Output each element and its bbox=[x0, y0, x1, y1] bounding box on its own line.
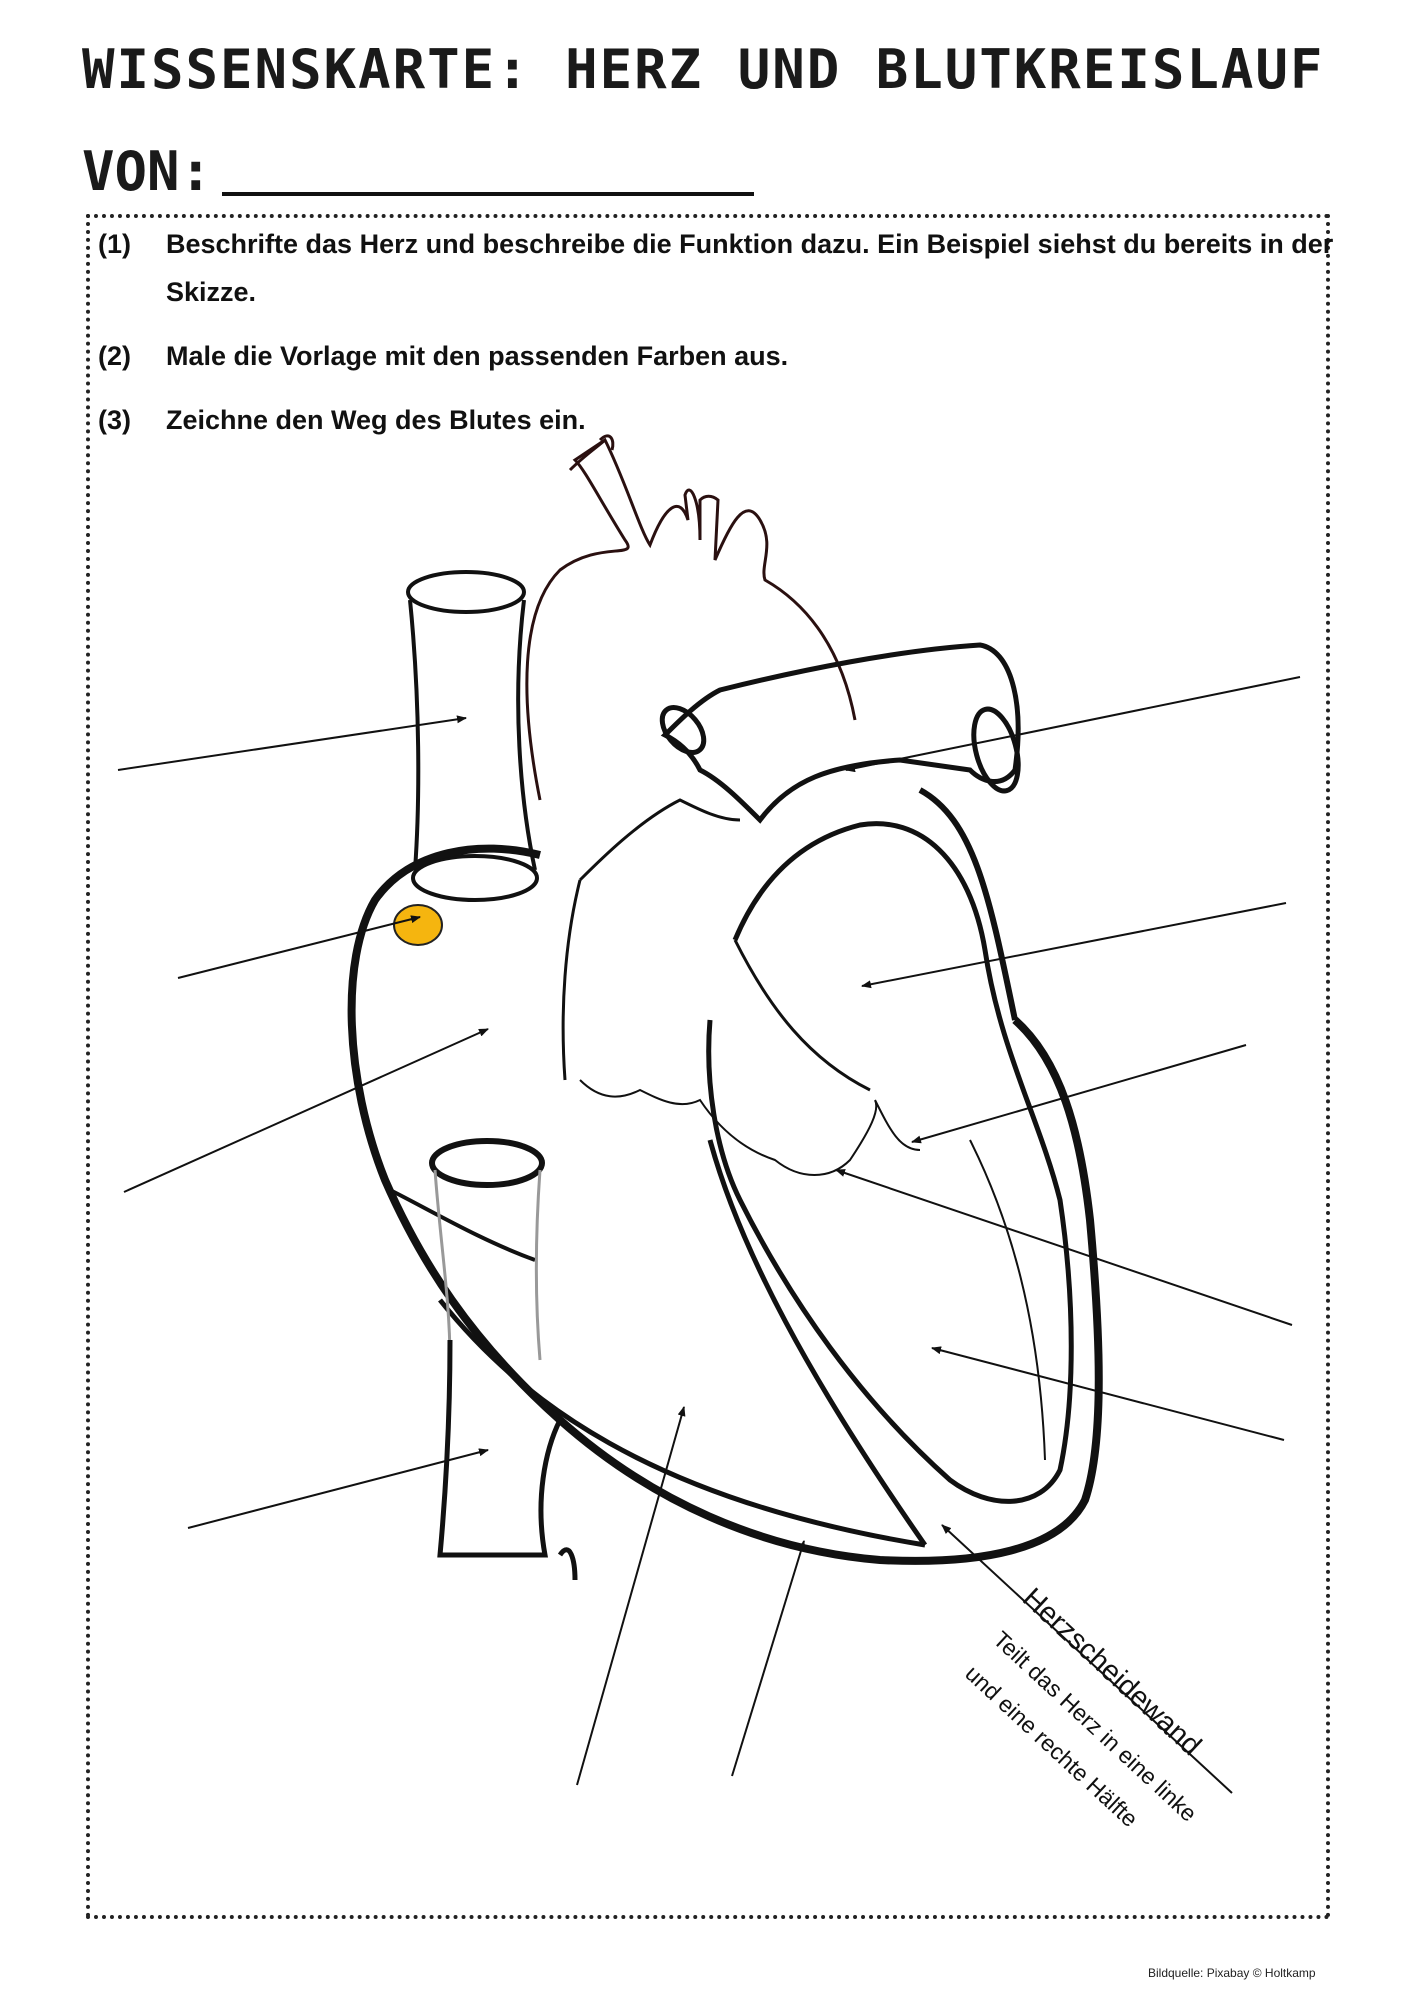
arrow-right-atrium bbox=[123, 1028, 489, 1193]
superior-vena-cava bbox=[406, 570, 539, 902]
arrow-sinus-node bbox=[177, 915, 421, 979]
arrow-superior-vena-cava bbox=[117, 715, 467, 771]
task-2-text: Male die Vorlage mit den passenden Farbe… bbox=[166, 341, 789, 371]
label-arrows bbox=[117, 676, 1301, 1794]
page-title: WISSENSKARTE: HERZ UND BLUTKREISLAUF bbox=[82, 38, 1325, 101]
arrow-aortic-valve bbox=[835, 1169, 1293, 1326]
arrow-inferior-vena-cava bbox=[187, 1448, 489, 1529]
name-write-line[interactable] bbox=[222, 192, 754, 196]
sinus-node bbox=[393, 904, 443, 946]
septum bbox=[438, 1139, 928, 1548]
inferior-vena-cava bbox=[429, 1138, 578, 1581]
heart-outline bbox=[347, 787, 1103, 1565]
arrow-pulmonary-artery bbox=[845, 676, 1301, 773]
task-frame bbox=[86, 214, 1330, 1919]
right-atrium bbox=[389, 1188, 536, 1262]
task-2-number: (2) bbox=[98, 341, 131, 371]
task-1-number: (1) bbox=[98, 229, 131, 259]
task-1-text: Beschrifte das Herz und beschreibe die F… bbox=[166, 229, 1334, 307]
arrow-right-ventricle bbox=[576, 1406, 686, 1786]
name-label: VON: bbox=[82, 140, 213, 203]
arrow-mitral-valve bbox=[911, 1044, 1247, 1144]
image-source: Bildquelle: Pixabay © Holtkamp bbox=[1148, 1966, 1316, 1980]
arrow-left-ventricle bbox=[931, 1346, 1285, 1441]
arrow-septum-example bbox=[941, 1524, 1233, 1794]
pulmonary-artery bbox=[659, 642, 1021, 824]
task-3-text: Zeichne den Weg des Blutes ein. bbox=[166, 405, 586, 435]
aorta bbox=[525, 434, 857, 801]
arrow-heart-wall bbox=[731, 1540, 806, 1777]
left-chambers bbox=[579, 821, 1074, 1504]
arrow-left-atrium bbox=[861, 902, 1287, 989]
task-3-number: (3) bbox=[98, 405, 131, 435]
